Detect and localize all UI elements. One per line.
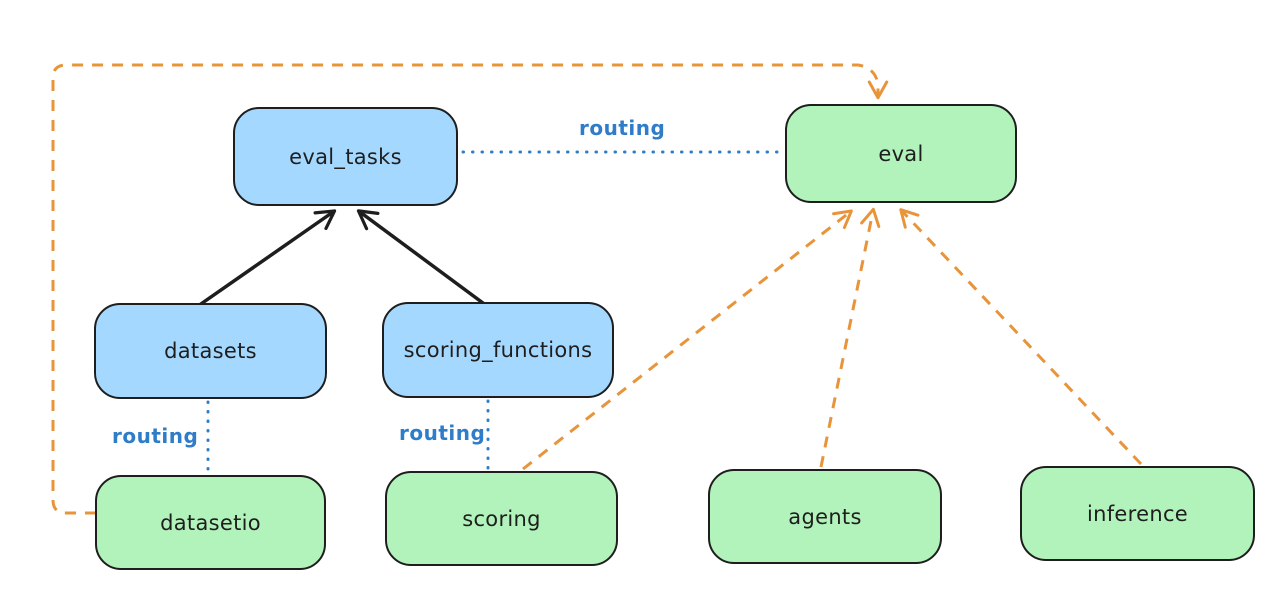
edge-scoring-functions-to-eval-tasks xyxy=(356,209,489,308)
node-scoring-functions: scoring_functions xyxy=(382,302,614,398)
node-inference: inference xyxy=(1020,466,1255,561)
edge-datasets-to-eval-tasks xyxy=(196,209,337,308)
edge-label-routing-datasetio: routing xyxy=(112,424,199,448)
node-agents-label: agents xyxy=(788,504,862,529)
node-datasetio-label: datasetio xyxy=(160,510,261,535)
node-scoring-functions-label: scoring_functions xyxy=(403,338,593,362)
node-scoring-label: scoring xyxy=(462,506,541,531)
node-eval-tasks-label: eval_tasks xyxy=(289,144,402,169)
edge-label-routing-top: routing xyxy=(579,116,666,140)
node-datasetio: datasetio xyxy=(95,475,326,570)
node-inference-label: inference xyxy=(1086,501,1189,526)
edge-scoring-to-eval xyxy=(522,209,853,471)
node-eval-label: eval xyxy=(878,141,924,166)
node-eval-tasks: eval_tasks xyxy=(233,107,458,206)
node-datasets-label: datasets xyxy=(164,339,257,363)
node-eval: eval xyxy=(785,104,1017,203)
edge-datasetio-to-eval xyxy=(51,63,889,515)
node-scoring: scoring xyxy=(385,471,618,566)
node-agents: agents xyxy=(708,469,942,564)
edge-agents-to-eval xyxy=(819,207,881,468)
edge-inference-to-eval xyxy=(899,208,1143,466)
node-datasets: datasets xyxy=(94,303,327,399)
edge-label-routing-scoring: routing xyxy=(399,421,486,445)
